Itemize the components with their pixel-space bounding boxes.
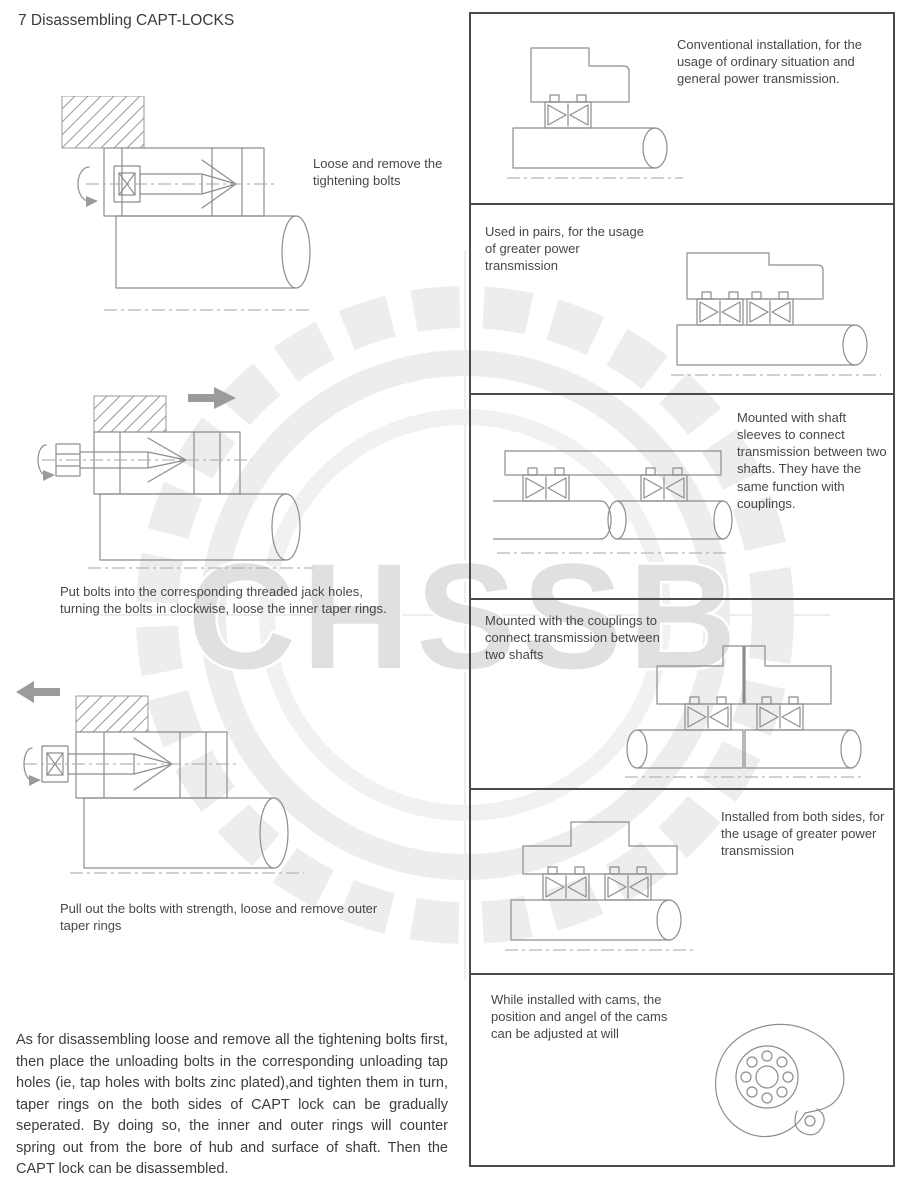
shaft: [676, 324, 868, 366]
shaft: [83, 797, 289, 869]
left-shaft: [626, 729, 744, 769]
panel-caption: Installed from both sides, for the usage…: [721, 809, 885, 859]
hatched-wall: [75, 695, 149, 733]
conventional-installation-figure: [507, 47, 683, 179]
disassembly-step-1-caption: Loose and remove the tightening bolts: [313, 156, 443, 189]
left-shaft: [493, 500, 612, 540]
disassembly-note: As for disassembling loose and remove al…: [16, 1032, 448, 1177]
taper-lock-symbol: [746, 291, 794, 326]
pull-left-arrow-icon: [16, 681, 60, 703]
coupling-installation-figure: [625, 645, 863, 778]
panel-caption: Mounted with the couplings to connect tr…: [485, 613, 660, 663]
shaft: [115, 215, 311, 289]
taper-lock-symbol: [640, 467, 688, 502]
sleeve-installation-figure: [493, 450, 733, 554]
hub: [522, 821, 678, 875]
cam-installation-figure: [714, 1023, 845, 1138]
installation-panel-couplings: Mounted with the couplings to connect tr…: [471, 600, 893, 790]
disassembly-step-3-caption: Pull out the bolts with strength, loose …: [60, 901, 378, 934]
hub: [686, 252, 824, 300]
panel-caption: While installed with cams, the position …: [491, 992, 668, 1042]
panel-caption: Conventional installation, for the usage…: [677, 37, 863, 87]
cam-body: [714, 1023, 845, 1138]
taper-lock-symbol: [604, 866, 652, 901]
shaft: [512, 127, 668, 169]
taper-lock-symbol: [684, 696, 732, 731]
hatched-wall: [61, 96, 145, 149]
taper-lock-symbol: [522, 467, 570, 502]
disassembly-step-1-figure: [61, 96, 311, 311]
right-coupling-hub: [744, 645, 832, 705]
shaft: [510, 899, 682, 941]
rotation-arrow-icon: [77, 166, 98, 207]
paired-installation-figure: [671, 252, 881, 376]
shaft: [99, 493, 301, 561]
rotation-arrow-icon: [37, 444, 55, 481]
rotation-arrow-icon: [23, 747, 41, 786]
sleeve: [504, 450, 722, 476]
taper-lock-symbol: [756, 696, 804, 731]
installation-panel-both-sides: Installed from both sides, for the usage…: [471, 790, 893, 975]
hub-section: [75, 731, 228, 799]
ball-bearing: [735, 1045, 799, 1109]
both-sides-installation-figure: [505, 821, 697, 951]
hub-section: [93, 431, 241, 495]
disassembly-step-3-figure: [16, 681, 304, 874]
taper-lock-symbol: [542, 866, 590, 901]
installation-panel-cams: While installed with cams, the position …: [471, 975, 893, 1165]
panel-caption: Mounted with shaft sleeves to connect tr…: [737, 410, 887, 511]
right-shaft: [744, 729, 862, 769]
left-coupling-hub: [656, 645, 744, 705]
push-right-arrow-icon: [188, 387, 236, 409]
disassembly-step-2-figure: [37, 387, 313, 569]
panel-caption: Used in pairs, for the usage of greater …: [485, 224, 644, 274]
page-title: 7 Disassembling CAPT-LOCKS: [18, 12, 235, 29]
installation-panel-list: Conventional installation, for the usage…: [469, 12, 895, 1167]
hatched-wall: [93, 395, 167, 433]
shackle: [794, 1108, 825, 1136]
installation-panel-sleeves: Mounted with shaft sleeves to connect tr…: [471, 395, 893, 600]
installation-panel-conventional: Conventional installation, for the usage…: [471, 14, 893, 205]
hub: [530, 47, 630, 103]
taper-lock-symbol: [544, 94, 592, 129]
disassembly-step-2-caption: Put bolts into the corresponding threade…: [60, 584, 387, 617]
installation-panel-pairs: Used in pairs, for the usage of greater …: [471, 205, 893, 395]
right-shaft: [607, 500, 733, 540]
taper-lock-symbol: [696, 291, 744, 326]
